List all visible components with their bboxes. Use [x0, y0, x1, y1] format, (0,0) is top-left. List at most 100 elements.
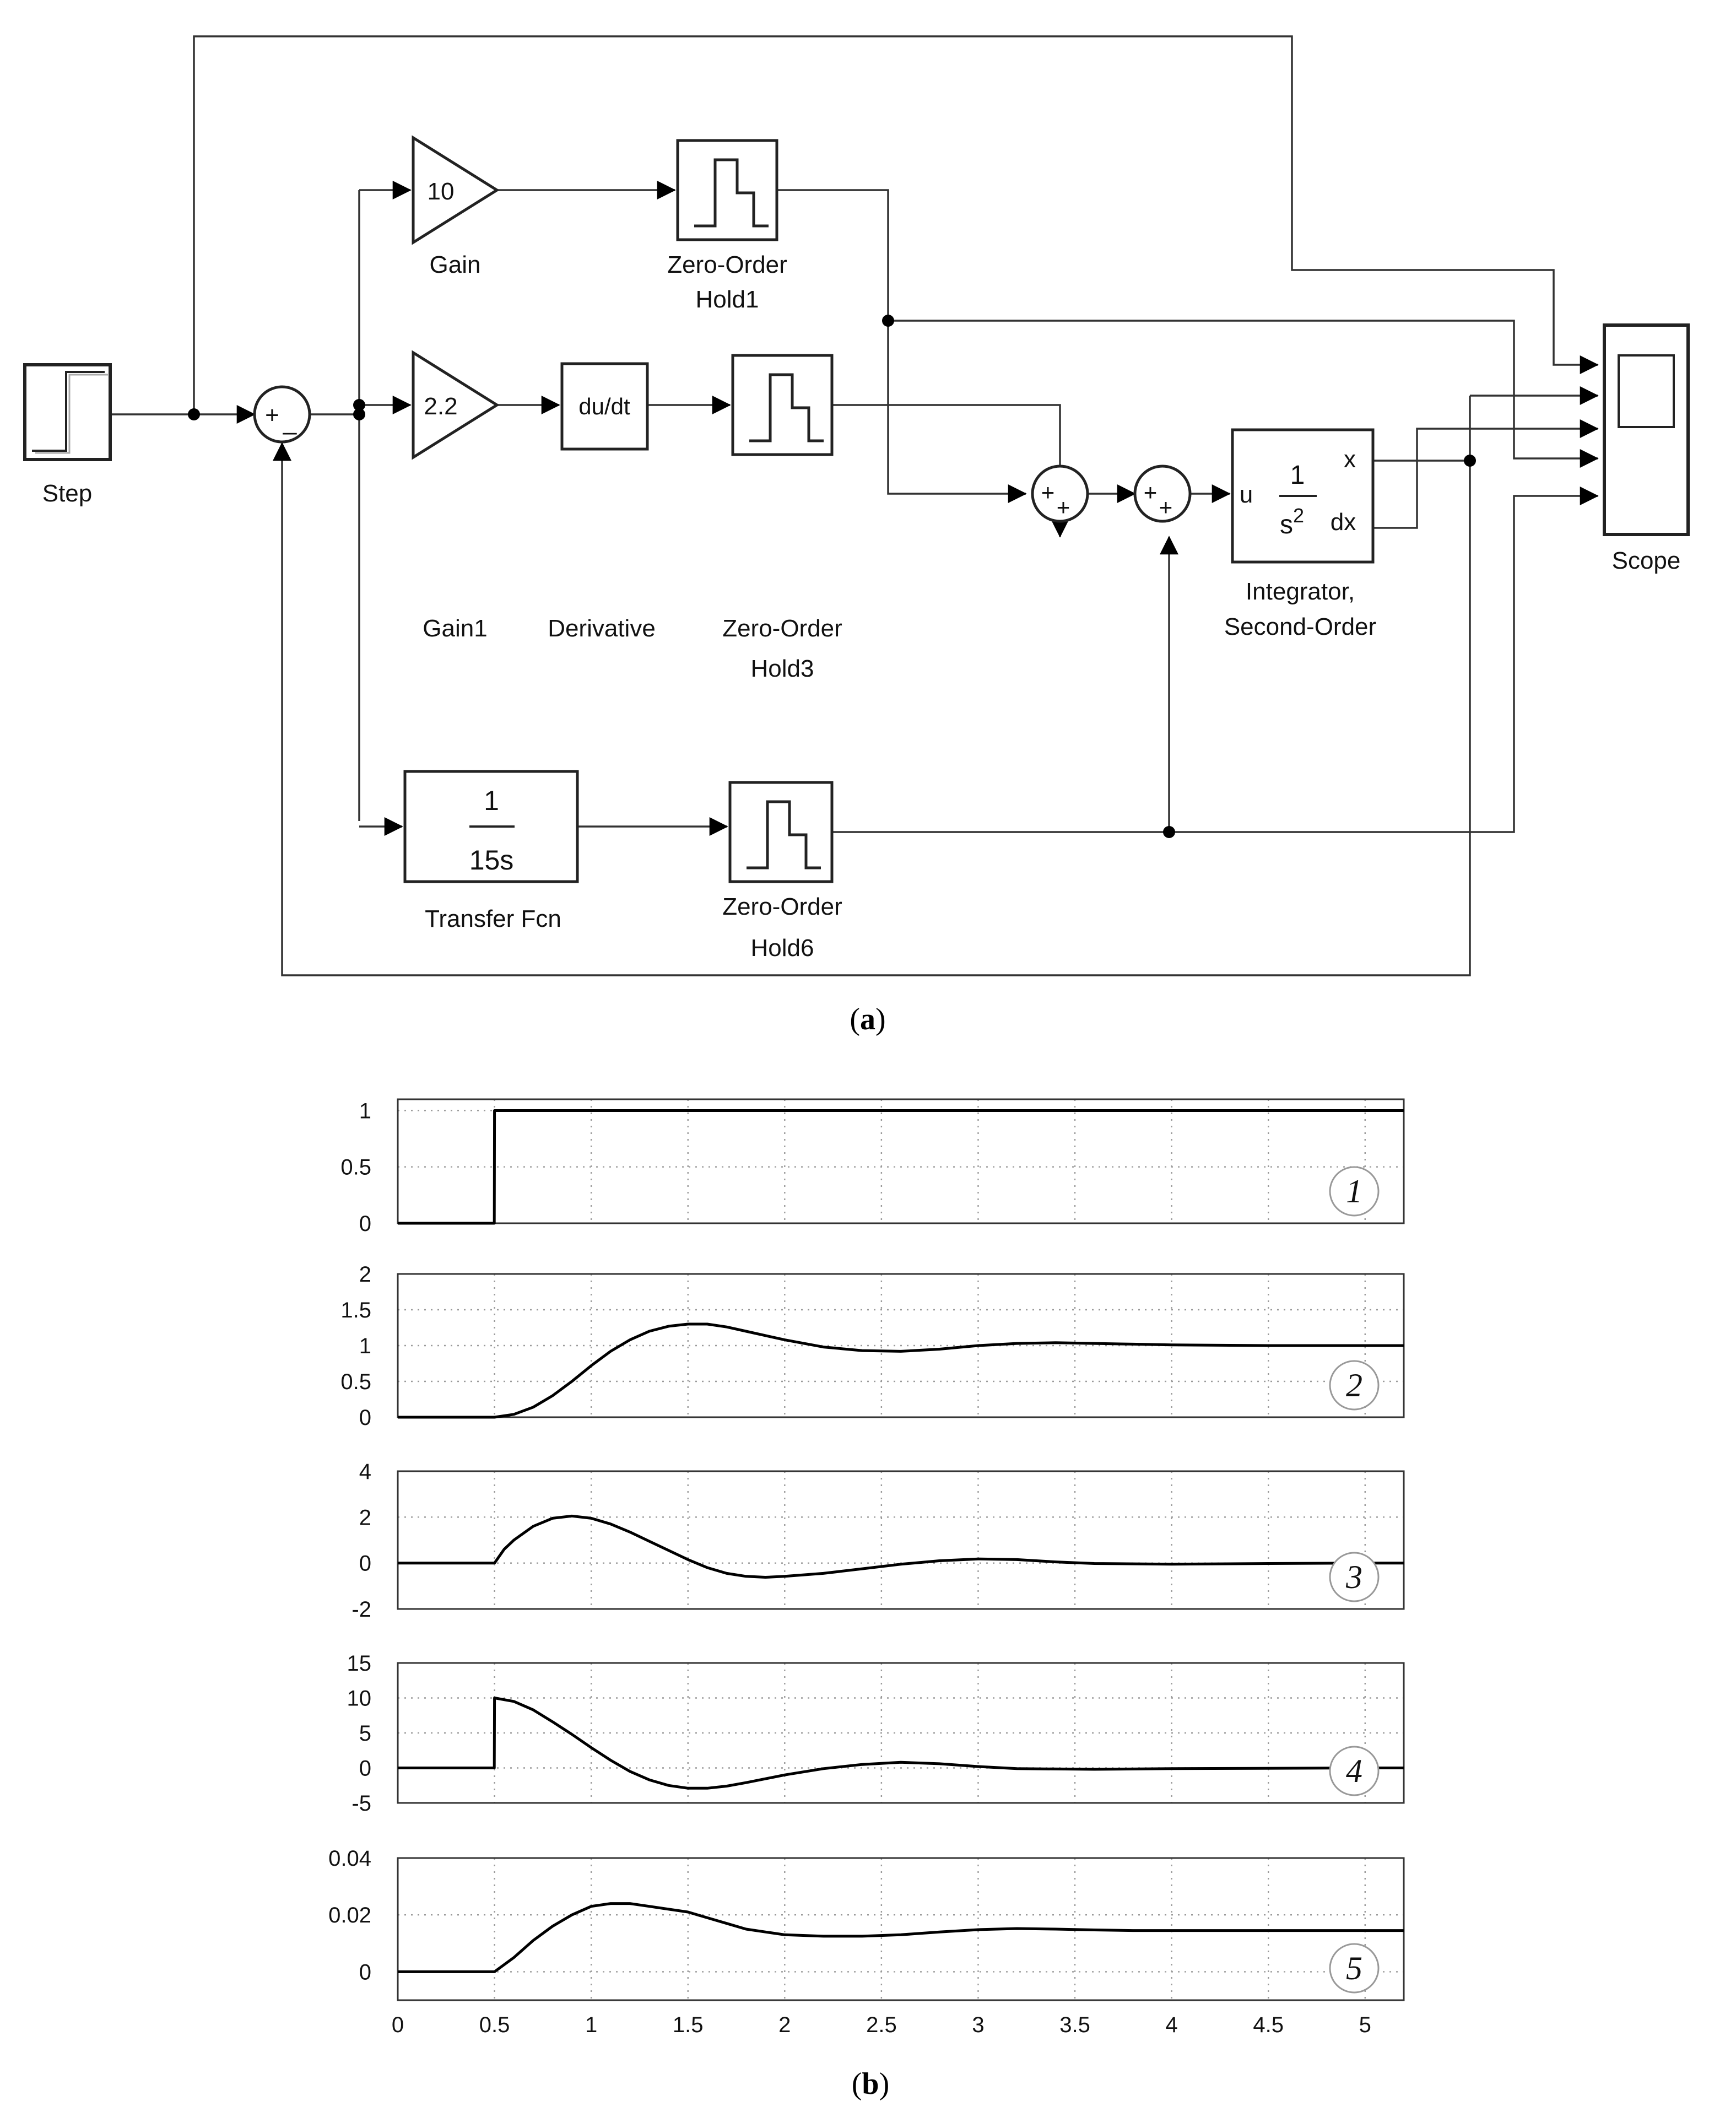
integrator-label-line1: Integrator, — [1246, 578, 1355, 605]
y-tick-label: 15 — [347, 1651, 372, 1676]
gain-label: Gain — [430, 251, 481, 278]
y-tick-label: 1 — [359, 1334, 371, 1358]
zoh3-label-line1: Zero-Order — [722, 615, 842, 642]
y-tick-label: 2 — [359, 1262, 371, 1287]
sum2-sign-bottom: + — [1159, 494, 1173, 520]
y-tick-label: 0 — [359, 1757, 371, 1781]
y-tick-label: 0 — [359, 1212, 371, 1236]
y-tick-label: -5 — [351, 1791, 371, 1816]
gain1-value: 2.2 — [424, 393, 457, 420]
x-tick-label: 4.5 — [1253, 2013, 1284, 2037]
gain-value: 10 — [428, 178, 455, 205]
x-tick-label: 5 — [1359, 2013, 1371, 2037]
block-diagram: Step + _ 10 Gain Zero-Order Hold1 2.2 Ga… — [23, 35, 1690, 1036]
x-tick-label: 0.5 — [479, 2013, 510, 2037]
sum1-sign-bottom: + — [1057, 494, 1070, 520]
response-curve-2 — [398, 1322, 1404, 1419]
derivative-label: Derivative — [548, 615, 656, 642]
y-tick-label: 10 — [347, 1687, 372, 1711]
response-plots: 10.50121.510.502420-23151050-540.040.020… — [328, 1098, 1405, 2037]
sum1-block[interactable]: + + — [1031, 465, 1089, 523]
feedback-sum-block[interactable]: + _ — [253, 385, 311, 444]
transfer-function-block[interactable]: 1 15s Transfer Fcn — [403, 770, 579, 932]
gain1-label: Gain1 — [423, 615, 487, 642]
response-curve-3 — [398, 1514, 1404, 1579]
y-tick-label: 5 — [359, 1721, 371, 1746]
panel-number-badge — [1329, 1943, 1380, 1994]
y-tick-label: 0.5 — [340, 1155, 371, 1180]
x-tick-label: 0 — [392, 2013, 404, 2037]
plot-frame — [397, 1857, 1405, 2001]
zero-order-hold6-block[interactable]: Zero-Order Hold6 — [722, 781, 842, 962]
zoh1-label-line1: Zero-Order — [667, 251, 787, 278]
y-tick-label: 2 — [359, 1505, 371, 1530]
step-block[interactable]: Step — [23, 363, 112, 507]
y-tick-label: 1.5 — [340, 1298, 371, 1322]
feedback-sum-plus-sign: + — [265, 402, 279, 429]
y-tick-label: 0.04 — [328, 1846, 371, 1871]
y-tick-label: 0 — [359, 1552, 371, 1576]
gain-block[interactable]: 10 Gain — [412, 135, 500, 278]
panel-number: 2 — [1346, 1367, 1362, 1403]
integrator-port-x: x — [1344, 446, 1356, 473]
zoh1-label-line2: Hold1 — [696, 286, 759, 313]
zero-order-hold1-block[interactable]: Zero-Order Hold1 — [667, 139, 787, 313]
x-tick-label: 2.5 — [866, 2013, 897, 2037]
plot-frame — [397, 1662, 1405, 1804]
scope-label: Scope — [1612, 547, 1681, 574]
junction-dots — [188, 315, 1476, 838]
panel-number: 5 — [1346, 1950, 1362, 1986]
y-tick-label: 4 — [359, 1460, 371, 1484]
y-tick-label: 0.5 — [340, 1370, 371, 1394]
zoh6-label-line1: Zero-Order — [722, 893, 842, 920]
integrator-label-line2: Second-Order — [1224, 613, 1376, 640]
sum2-block[interactable]: + + — [1133, 465, 1192, 523]
feedback-sum-minus-sign: _ — [283, 408, 297, 435]
x-tick-label: 1 — [585, 2013, 597, 2037]
plot-panel-2: 2 1.5 1 0.5 0 2 — [340, 1262, 1405, 1430]
panel-number: 4 — [1346, 1753, 1362, 1789]
panel-number-badge — [1329, 1552, 1380, 1602]
panel-number: 3 — [1345, 1559, 1362, 1595]
response-curve-5 — [398, 1902, 1404, 1973]
zero-order-hold3-block[interactable]: Zero-Order Hold3 — [722, 354, 842, 682]
y-tick-label: 1 — [359, 1099, 371, 1123]
second-order-integrator-block[interactable]: u 1 s2 x dx Integrator, Second-Order — [1224, 428, 1376, 640]
panel-number-badge — [1329, 1360, 1380, 1411]
x-tick-label: 2 — [778, 2013, 791, 2037]
diagram-caption: (a) — [850, 1002, 885, 1036]
integrator-denominator: s2 — [1280, 504, 1304, 539]
y-tick-label: 0 — [359, 1406, 371, 1430]
panel-number-badge — [1329, 1166, 1380, 1217]
plot-frame — [397, 1098, 1405, 1224]
plots-caption: (b) — [852, 2067, 889, 2101]
y-tick-label: -2 — [351, 1597, 371, 1622]
x-tick-label: 3 — [972, 2013, 984, 2037]
gain1-block[interactable]: 2.2 Gain1 — [412, 350, 500, 642]
panel-number-badge — [1329, 1746, 1380, 1796]
sum1-sign-left: + — [1041, 479, 1055, 505]
plot-panel-4: 15 10 5 0 -5 4 — [347, 1651, 1405, 1816]
zoh6-label-line2: Hold6 — [751, 935, 814, 962]
panel-number: 1 — [1346, 1173, 1362, 1209]
plot-frame — [397, 1470, 1405, 1610]
sum2-sign-left: + — [1144, 479, 1158, 505]
step-label: Step — [42, 480, 93, 507]
transfer-fcn-denominator: 15s — [469, 845, 514, 876]
x-tick-label: 1.5 — [673, 2013, 704, 2037]
integrator-port-u: u — [1240, 481, 1253, 508]
derivative-value: du/dt — [578, 393, 630, 419]
transfer-fcn-label: Transfer Fcn — [425, 905, 561, 932]
response-curve-4 — [398, 1697, 1404, 1790]
integrator-numerator: 1 — [1290, 461, 1305, 490]
integrator-port-dx: dx — [1331, 509, 1356, 536]
scope-block[interactable]: Scope — [1603, 323, 1690, 574]
signal-wires — [110, 35, 1599, 976]
derivative-block[interactable]: du/dt Derivative — [548, 362, 656, 642]
transfer-fcn-numerator: 1 — [484, 785, 499, 816]
plot-panel-3: 4 2 0 -2 3 — [351, 1460, 1405, 1622]
zoh3-label-line2: Hold3 — [751, 655, 814, 682]
x-tick-label: 3.5 — [1059, 2013, 1090, 2037]
